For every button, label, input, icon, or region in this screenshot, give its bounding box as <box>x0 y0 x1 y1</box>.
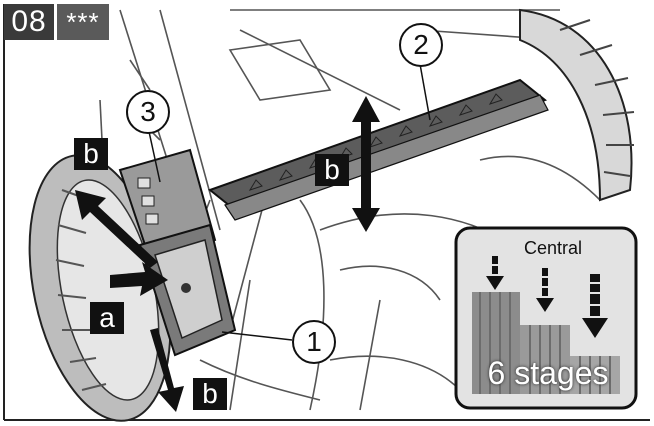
inset-title: Central <box>523 238 583 258</box>
callout-2: 2 <box>399 23 443 67</box>
height-adjustment-bar <box>207 78 549 221</box>
arrow-up-icon <box>352 96 380 122</box>
step-number-badge: 08 <box>4 4 54 40</box>
arrow-down-icon <box>352 208 380 232</box>
label-b-bar: b <box>315 154 349 186</box>
label-a: a <box>90 302 124 334</box>
callout-3: 3 <box>126 90 170 134</box>
stage-arrow-icon <box>536 298 554 312</box>
stage-arrow-icon <box>582 318 608 338</box>
left-wheel <box>28 154 172 422</box>
right-wheel <box>519 8 635 202</box>
adjustment-lever <box>138 223 237 357</box>
label-b-top-left: b <box>74 138 108 170</box>
arrow-push-icon <box>110 262 168 296</box>
callout-1: 1 <box>292 320 336 364</box>
stage-steps-graphic <box>472 292 620 394</box>
vertical-arrow-shaft <box>361 120 371 210</box>
label-b-bottom: b <box>193 378 227 410</box>
inset-caption: 6 stages <box>487 355 609 391</box>
arrow-up-left-icon <box>75 190 158 268</box>
difficulty-badge: *** <box>57 4 109 40</box>
stages-inset <box>454 226 638 410</box>
stage-arrow-icon <box>486 276 504 290</box>
motion-arrows <box>75 96 380 412</box>
arrow-down-right-icon <box>150 328 184 412</box>
